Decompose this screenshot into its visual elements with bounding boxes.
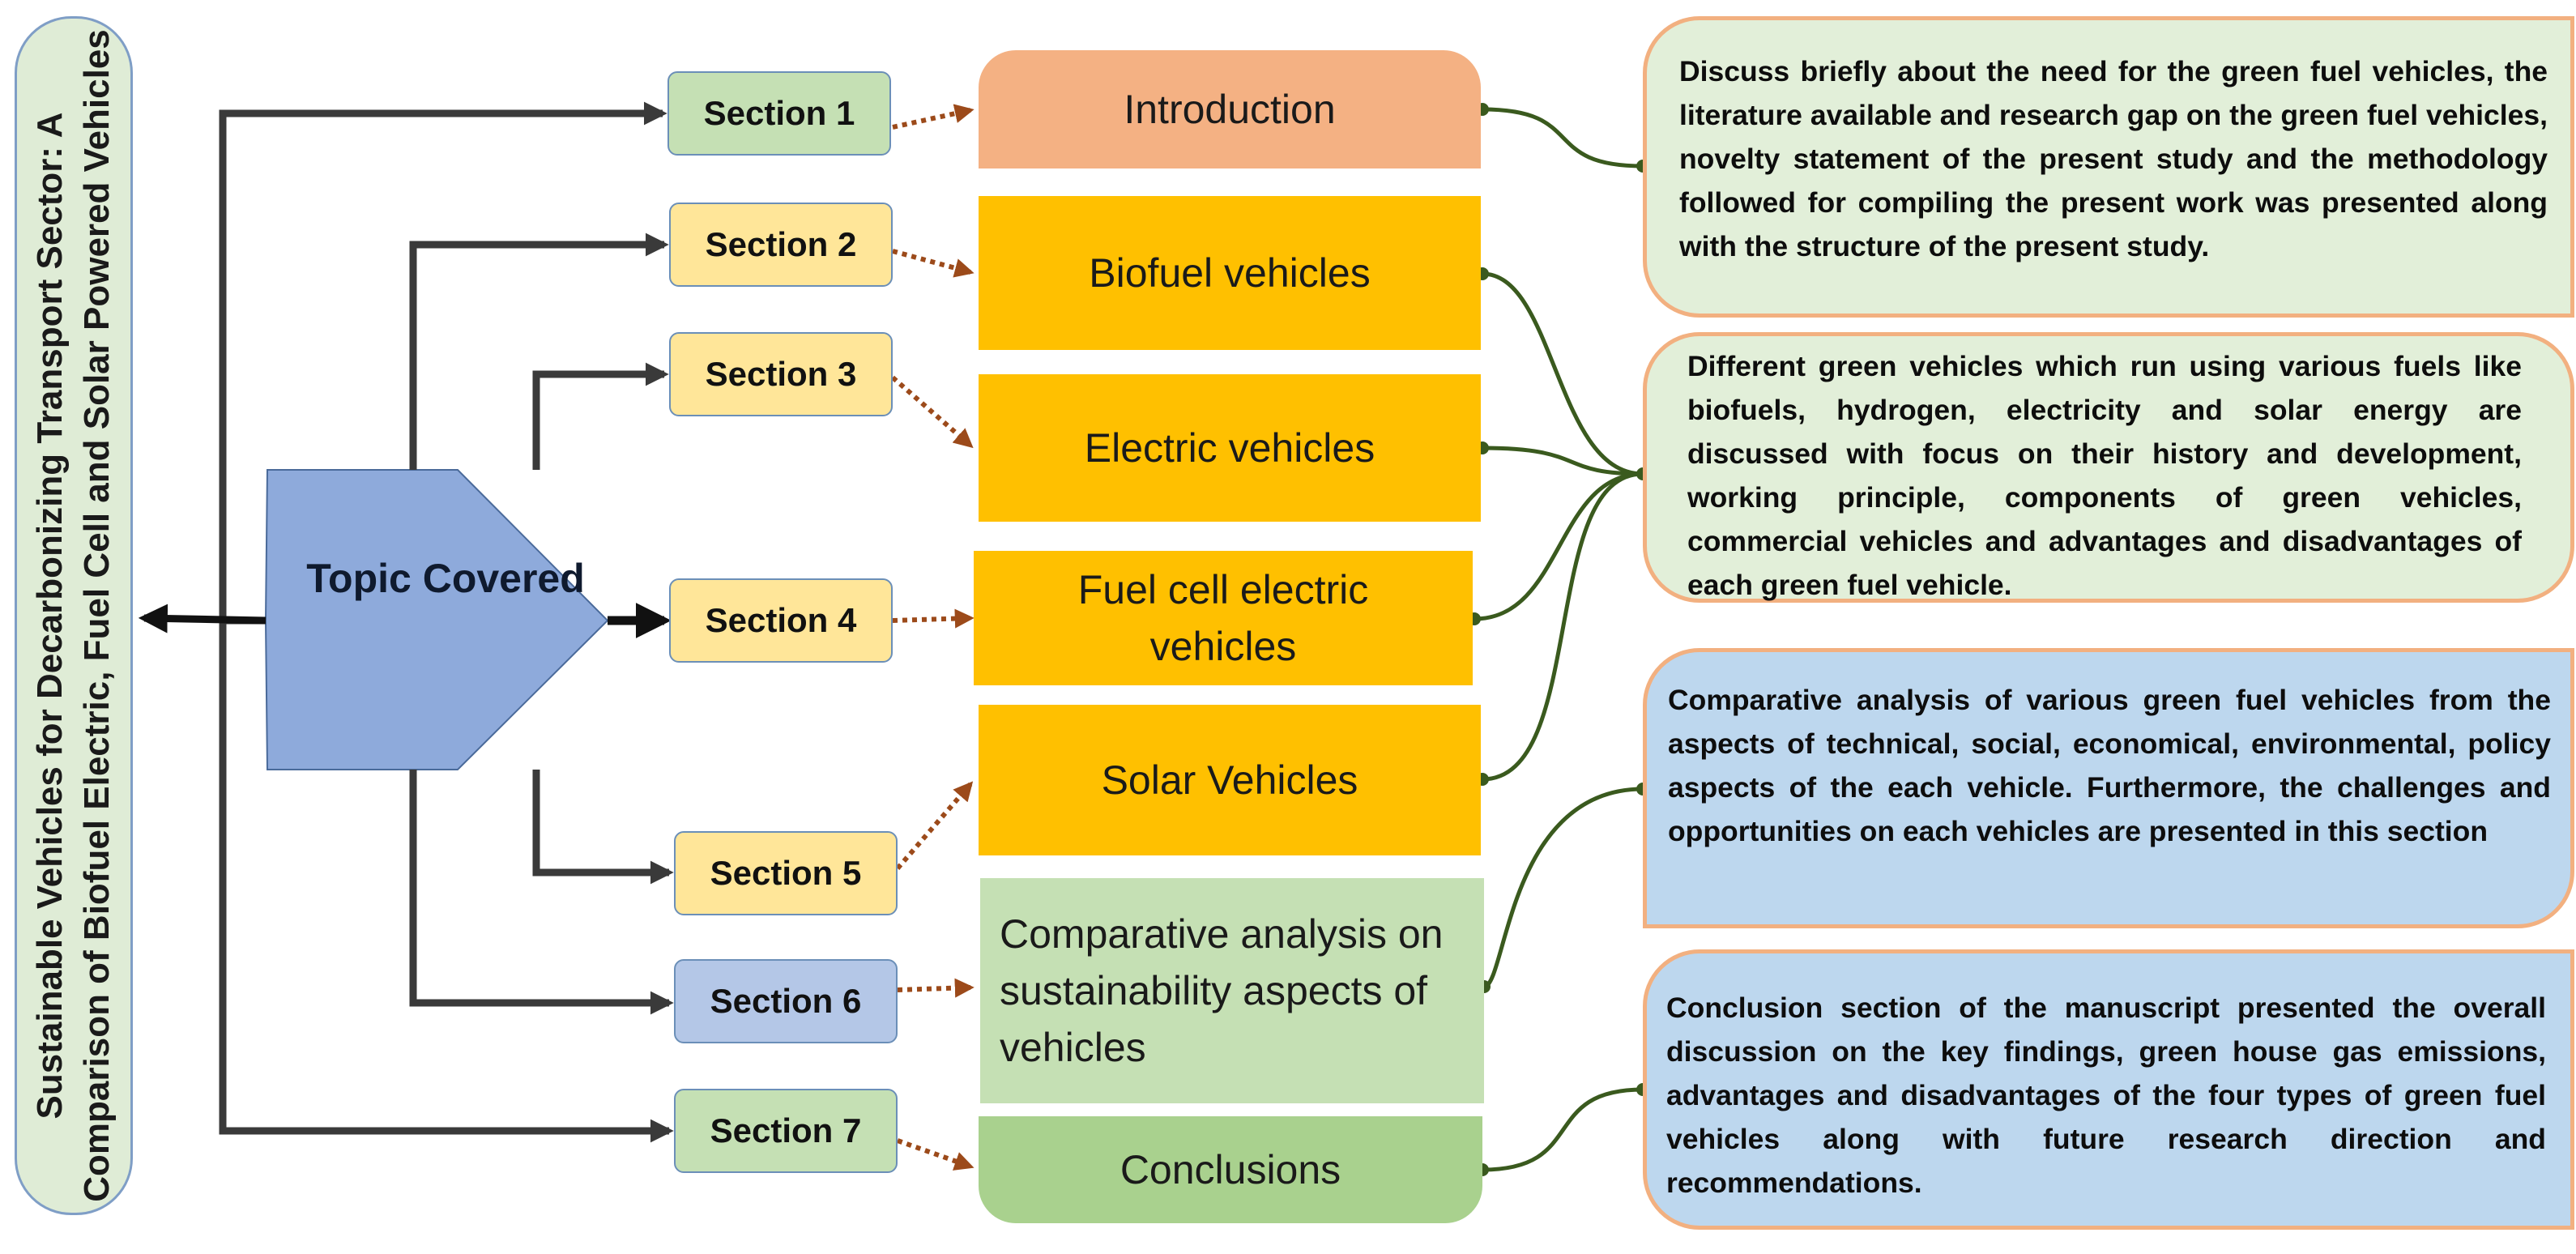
hexagon-connectors — [138, 101, 674, 1143]
fuel-cell-electric-vehicles-box: Fuel cell electric vehicles — [974, 551, 1473, 685]
connector-to-title — [138, 604, 267, 633]
curve-biofuel — [1482, 271, 1644, 476]
connector-to-section-7 — [219, 621, 674, 1143]
curve-solar — [1482, 471, 1644, 782]
green-vehicles-description: Different green vehicles which run using… — [1643, 332, 2574, 603]
comparative-analysis-box: Comparative analysis on sustainability a… — [980, 878, 1484, 1103]
topic-covered-label: Topic Covered — [306, 556, 585, 601]
connector-to-section-2 — [409, 232, 669, 470]
curve-electric — [1482, 446, 1644, 476]
conclusions-box: Conclusions — [979, 1116, 1482, 1223]
electric-vehicles-box: Electric vehicles — [979, 374, 1481, 522]
vertical-title-text: Sustainable Vehicles for Decarbonizing T… — [30, 29, 117, 1202]
curve-intro — [1482, 107, 1644, 168]
topic-hexagon — [264, 469, 609, 770]
dotted-connectors — [891, 104, 975, 1171]
connector-to-section-6 — [409, 770, 674, 1015]
introduction-description: Discuss briefly about the need for the g… — [1643, 16, 2574, 318]
solar-vehicles-box: Solar Vehicles — [979, 705, 1481, 855]
dotted-arrow-5 — [895, 781, 974, 870]
biofuel-vehicles-box: Biofuel vehicles — [979, 196, 1481, 350]
dotted-arrow-2 — [892, 249, 975, 278]
introduction-box: Introduction — [979, 50, 1481, 168]
conclusions-description: Conclusion section of the manuscript pre… — [1643, 949, 2574, 1230]
section-3-box: Section 3 — [669, 332, 893, 416]
section-4-box: Section 4 — [669, 578, 893, 663]
dotted-arrow-3 — [891, 375, 974, 449]
section-6-box: Section 6 — [674, 959, 898, 1043]
section-1-box: Section 1 — [667, 71, 891, 156]
comparative-analysis-description: Comparative analysis of various green fu… — [1643, 648, 2574, 928]
dotted-arrow-7 — [896, 1138, 975, 1171]
curve-connectors — [1474, 107, 1644, 1172]
section-5-box: Section 5 — [674, 831, 898, 915]
section-2-box: Section 2 — [669, 203, 893, 287]
curve-fuelcell — [1474, 471, 1644, 621]
curve-conclusions — [1482, 1087, 1644, 1172]
dotted-arrow-4 — [892, 608, 975, 629]
connector-dots — [1468, 103, 1649, 1176]
dotted-arrow-6 — [897, 978, 975, 998]
dotted-arrow-1 — [892, 104, 975, 130]
vertical-title: Sustainable Vehicles for Decarbonizing T… — [15, 16, 133, 1215]
curve-comparative — [1483, 787, 1644, 989]
connector-to-section-5 — [532, 770, 674, 885]
connector-to-section-3 — [532, 362, 669, 470]
section-7-box: Section 7 — [674, 1089, 898, 1173]
